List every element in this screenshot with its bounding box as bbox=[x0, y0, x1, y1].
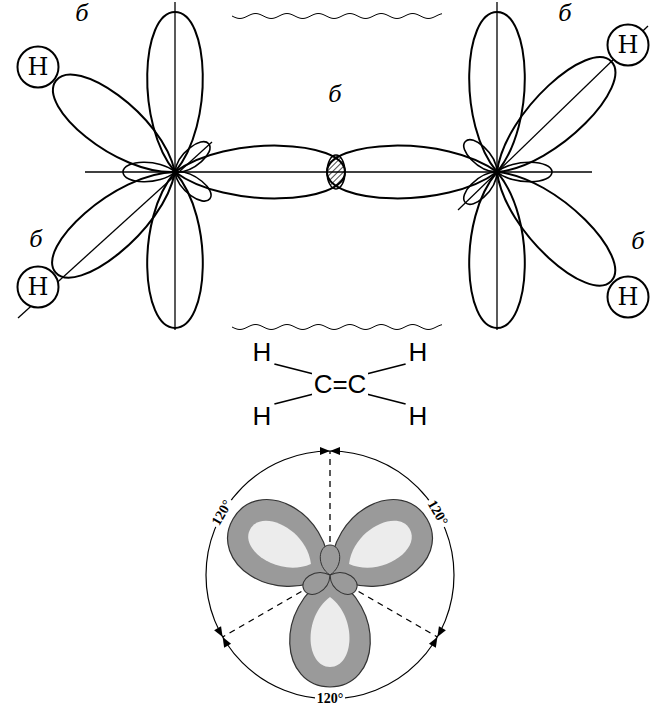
orbital-lobe bbox=[459, 135, 503, 179]
bond-type-label: б bbox=[73, 2, 90, 26]
hydrogen-atom: H bbox=[606, 23, 650, 67]
sigma-overlap bbox=[327, 155, 345, 189]
orbital-lobe bbox=[123, 162, 175, 181]
bond-type-label: б bbox=[326, 83, 343, 107]
formula-bond bbox=[366, 364, 405, 374]
hydrogen-atom: H bbox=[16, 45, 60, 89]
arc-arrowhead bbox=[214, 626, 222, 637]
pi-overlap-wave bbox=[232, 14, 442, 19]
formula-bond bbox=[366, 394, 405, 404]
bond-type-label: б bbox=[27, 228, 44, 252]
orbital-lobe bbox=[299, 567, 335, 599]
orbital-lobe bbox=[311, 597, 350, 667]
angle-label: 120° bbox=[315, 691, 346, 707]
orbital-lobe bbox=[497, 162, 552, 181]
atom-symbol: H bbox=[28, 275, 49, 299]
orbital-lobe bbox=[39, 152, 192, 293]
formula-atom: C=C bbox=[312, 370, 369, 398]
atom-outline bbox=[18, 47, 59, 88]
arc-arrowhead bbox=[330, 447, 340, 455]
atom-symbol: H bbox=[618, 285, 639, 309]
arc-arrowhead bbox=[223, 637, 231, 648]
axis-line bbox=[18, 142, 212, 318]
atom-outline bbox=[608, 25, 649, 66]
formula-atom: H bbox=[407, 402, 430, 430]
orbital-lobe bbox=[147, 12, 203, 172]
orbital-lobe bbox=[339, 512, 419, 581]
formula-bond bbox=[274, 364, 313, 374]
orbital-lobe bbox=[327, 146, 497, 199]
structural-formula-bonds bbox=[274, 364, 405, 404]
formula-atom: H bbox=[251, 402, 274, 430]
atom-outline bbox=[18, 267, 59, 308]
orbital-lobe bbox=[469, 172, 525, 328]
ethylene-orbitals bbox=[18, 2, 648, 330]
arc-arrowhead bbox=[320, 447, 330, 455]
formula-atom: H bbox=[407, 338, 430, 366]
orbital-lobe bbox=[290, 575, 371, 687]
atom-symbol: H bbox=[28, 55, 49, 79]
hydrogen-atom: H bbox=[606, 275, 650, 319]
orbital-lobe bbox=[170, 165, 216, 206]
atom-symbol: H bbox=[618, 33, 639, 57]
pi-overlap-wave bbox=[232, 325, 442, 330]
formula-atom: H bbox=[251, 338, 274, 366]
bond-type-label: б bbox=[629, 230, 646, 254]
orbital-lobe bbox=[147, 172, 203, 328]
orbital-lobe bbox=[325, 567, 361, 599]
atom-outline bbox=[608, 277, 649, 318]
orbital-lobe bbox=[169, 137, 214, 179]
formula-bond bbox=[274, 394, 313, 404]
axis-line bbox=[458, 26, 648, 210]
sp2-trigonal-figure bbox=[206, 447, 454, 699]
orbital-lobe bbox=[320, 545, 339, 575]
orbital-lobe bbox=[241, 512, 321, 581]
arc-arrowhead bbox=[429, 637, 437, 648]
orbital-lobe bbox=[479, 43, 630, 191]
orbital-lobe bbox=[469, 12, 525, 172]
angle-circle bbox=[206, 451, 454, 699]
hydrogen-atom: H bbox=[16, 265, 60, 309]
arc-arrowhead bbox=[437, 626, 445, 637]
bond-type-label: б bbox=[556, 2, 573, 26]
orbital-lobe bbox=[479, 153, 630, 300]
orbital-lobe bbox=[175, 146, 345, 199]
